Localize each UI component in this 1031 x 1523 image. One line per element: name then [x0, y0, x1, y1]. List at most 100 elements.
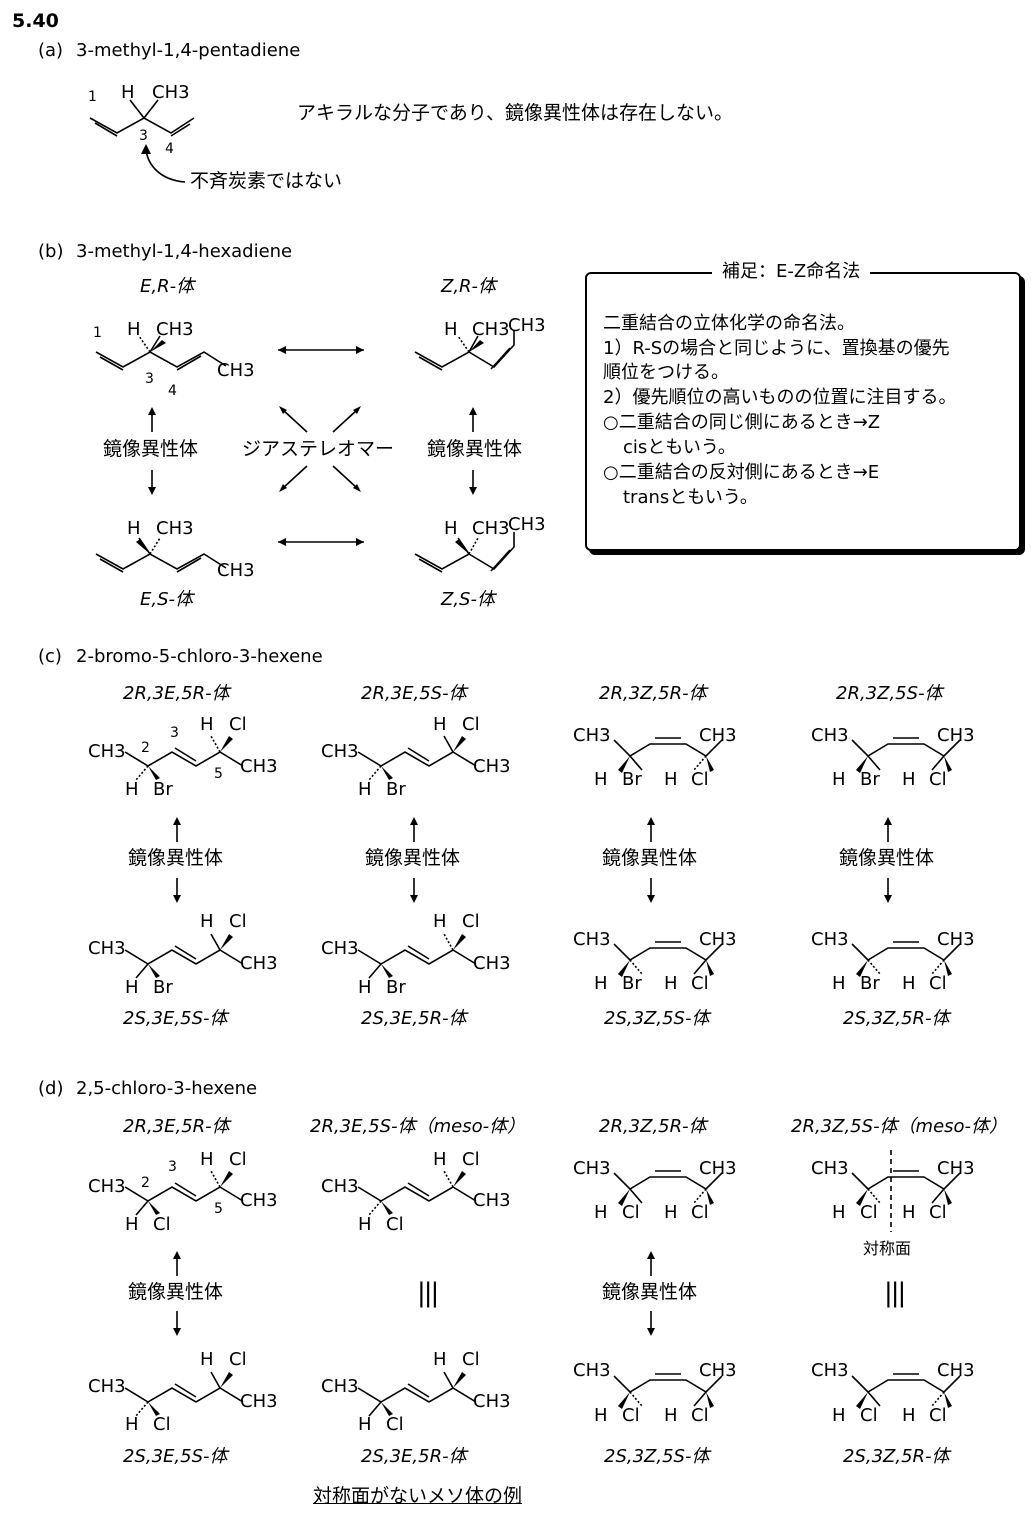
note-line-2: 1）R-Sの場合と同じように、置換基の優先 — [603, 338, 950, 359]
d4b-cl2: Cl — [929, 1405, 947, 1426]
d2t-h-bottom: H — [358, 1214, 372, 1235]
atom-b-es-h: H — [127, 518, 141, 539]
d-top-1: 2R,3E,5R-体 — [123, 1116, 230, 1137]
d-bottom-4: 2S,3Z,5R-体 — [843, 1446, 950, 1467]
c4b-br: Br — [860, 973, 880, 994]
d4b-cl1: Cl — [860, 1405, 878, 1426]
d1t-locant-5: 5 — [214, 1201, 223, 1217]
d-identical-1: ||| — [417, 1278, 439, 1308]
d4b-h1: H — [832, 1405, 846, 1426]
c2b-h-bottom: H — [358, 977, 372, 998]
c3t-cl: Cl — [691, 769, 709, 790]
locant-b-3: 3 — [145, 371, 154, 387]
note-line-6: cisともいう。 — [623, 437, 736, 458]
section-d-name: 2,5-chloro-3-hexene — [76, 1078, 258, 1099]
c2t-h-bottom: H — [358, 779, 372, 800]
d1b-h-top: H — [200, 1349, 214, 1370]
d3b-cl1: Cl — [622, 1405, 640, 1426]
c-bottom-3: 2S,3Z,5S-体 — [604, 1008, 710, 1029]
d-bottom-3: 2S,3Z,5S-体 — [604, 1446, 710, 1467]
c1b-cl: Cl — [229, 911, 247, 932]
mirror-plane-label: 対称面 — [863, 1239, 912, 1258]
c4b-ch3-right: CH3 — [937, 929, 975, 950]
atom-a-locant-3: 3 — [139, 128, 148, 144]
c4t-h2: H — [902, 769, 916, 790]
atom-b-er-ch3-end: CH3 — [217, 360, 255, 381]
atom-b-er-h: H — [127, 319, 141, 340]
c4t-br: Br — [860, 769, 880, 790]
c2t-h-top: H — [433, 714, 447, 735]
c2t-br: Br — [386, 779, 406, 800]
d3t-ch3-left: CH3 — [573, 1158, 611, 1179]
c1t-ch3-left: CH3 — [88, 741, 126, 762]
d2b-h-top: H — [433, 1349, 447, 1370]
c1t-locant-2: 2 — [141, 740, 150, 756]
section-b-name: 3-methyl-1,4-hexadiene — [76, 241, 293, 262]
d3t-cl2: Cl — [691, 1202, 709, 1223]
enantiomer-label-b-right: 鏡像異性体 — [427, 438, 523, 460]
d3t-ch3-right: CH3 — [699, 1158, 737, 1179]
c-top-3: 2R,3Z,5R-体 — [599, 683, 707, 704]
c2b-cl: Cl — [462, 911, 480, 932]
d2t-ch3-left: CH3 — [321, 1176, 359, 1197]
d3b-h1: H — [594, 1405, 608, 1426]
d1t-cl-bottom: Cl — [153, 1214, 171, 1235]
c1t-h-top: H — [200, 714, 214, 735]
d2t-h-top: H — [433, 1149, 447, 1170]
c4b-h2: H — [902, 973, 916, 994]
d1t-locant-2: 2 — [141, 1175, 150, 1191]
c3t-h1: H — [594, 769, 608, 790]
note-line-1: 二重結合の立体化学の命名法。 — [603, 313, 855, 334]
c1t-locant-5: 5 — [214, 766, 223, 782]
atom-b-es-ch3-end: CH3 — [217, 560, 255, 581]
d4t-cl1: Cl — [860, 1202, 878, 1223]
c1t-br: Br — [153, 779, 173, 800]
c4t-cl: Cl — [929, 769, 947, 790]
c-enantiomer-4: 鏡像異性体 — [839, 847, 935, 869]
atom-b-zr-h: H — [444, 319, 458, 340]
c1t-ch3-right: CH3 — [240, 756, 278, 777]
atom-b-es-ch3: CH3 — [156, 518, 194, 539]
diastereomer-label: ジアステレオマー — [242, 438, 395, 460]
d3b-h2: H — [664, 1405, 678, 1426]
c3b-ch3-left: CH3 — [573, 929, 611, 950]
d4t-h2: H — [902, 1202, 916, 1223]
c4b-h1: H — [832, 973, 846, 994]
problem-number: 5.40 — [12, 10, 59, 32]
note-line-8: transともいう。 — [623, 487, 758, 508]
c-bottom-2: 2S,3E,5R-体 — [361, 1008, 467, 1029]
section-a-arrow-note: 不斉炭素ではない — [190, 170, 343, 192]
isomer-er-label: E,R-体 — [140, 276, 195, 297]
c-bottom-1: 2S,3E,5S-体 — [123, 1008, 228, 1029]
d4b-ch3-left: CH3 — [811, 1360, 849, 1381]
atom-a-h: H — [121, 82, 135, 103]
c-top-1: 2R,3E,5R-体 — [123, 683, 230, 704]
d-bottom-2: 2S,3E,5R-体 — [361, 1446, 467, 1467]
d1t-h-top: H — [200, 1149, 214, 1170]
d4t-cl2: Cl — [929, 1202, 947, 1223]
d3b-ch3-right: CH3 — [699, 1360, 737, 1381]
enantiomer-label-b-left: 鏡像異性体 — [103, 438, 199, 460]
d4t-ch3-left: CH3 — [811, 1158, 849, 1179]
atom-b-zs-h: H — [444, 518, 458, 539]
d4t-h1: H — [832, 1202, 846, 1223]
isomer-es-label: E,S-体 — [140, 589, 194, 610]
c3b-br: Br — [622, 973, 642, 994]
locant-b-1: 1 — [93, 325, 102, 341]
c1b-h-bottom: H — [125, 977, 139, 998]
d-top-4: 2R,3Z,5S-体（meso-体） — [791, 1116, 1008, 1137]
d2b-ch3-right: CH3 — [473, 1391, 511, 1412]
d-bottom-1: 2S,3E,5S-体 — [123, 1446, 228, 1467]
note-box-title: 補足：E-Z命名法 — [712, 263, 871, 281]
d-top-2: 2R,3E,5S-体（meso-体） — [310, 1116, 526, 1137]
note-line-7: ○二重結合の反対側にあるとき→E — [603, 462, 880, 483]
d1t-locant-3: 3 — [168, 1159, 177, 1175]
c2t-ch3-left: CH3 — [321, 741, 359, 762]
d4b-ch3-right: CH3 — [937, 1360, 975, 1381]
d1b-h-bottom: H — [125, 1414, 139, 1435]
c2t-ch3-right: CH3 — [473, 756, 511, 777]
